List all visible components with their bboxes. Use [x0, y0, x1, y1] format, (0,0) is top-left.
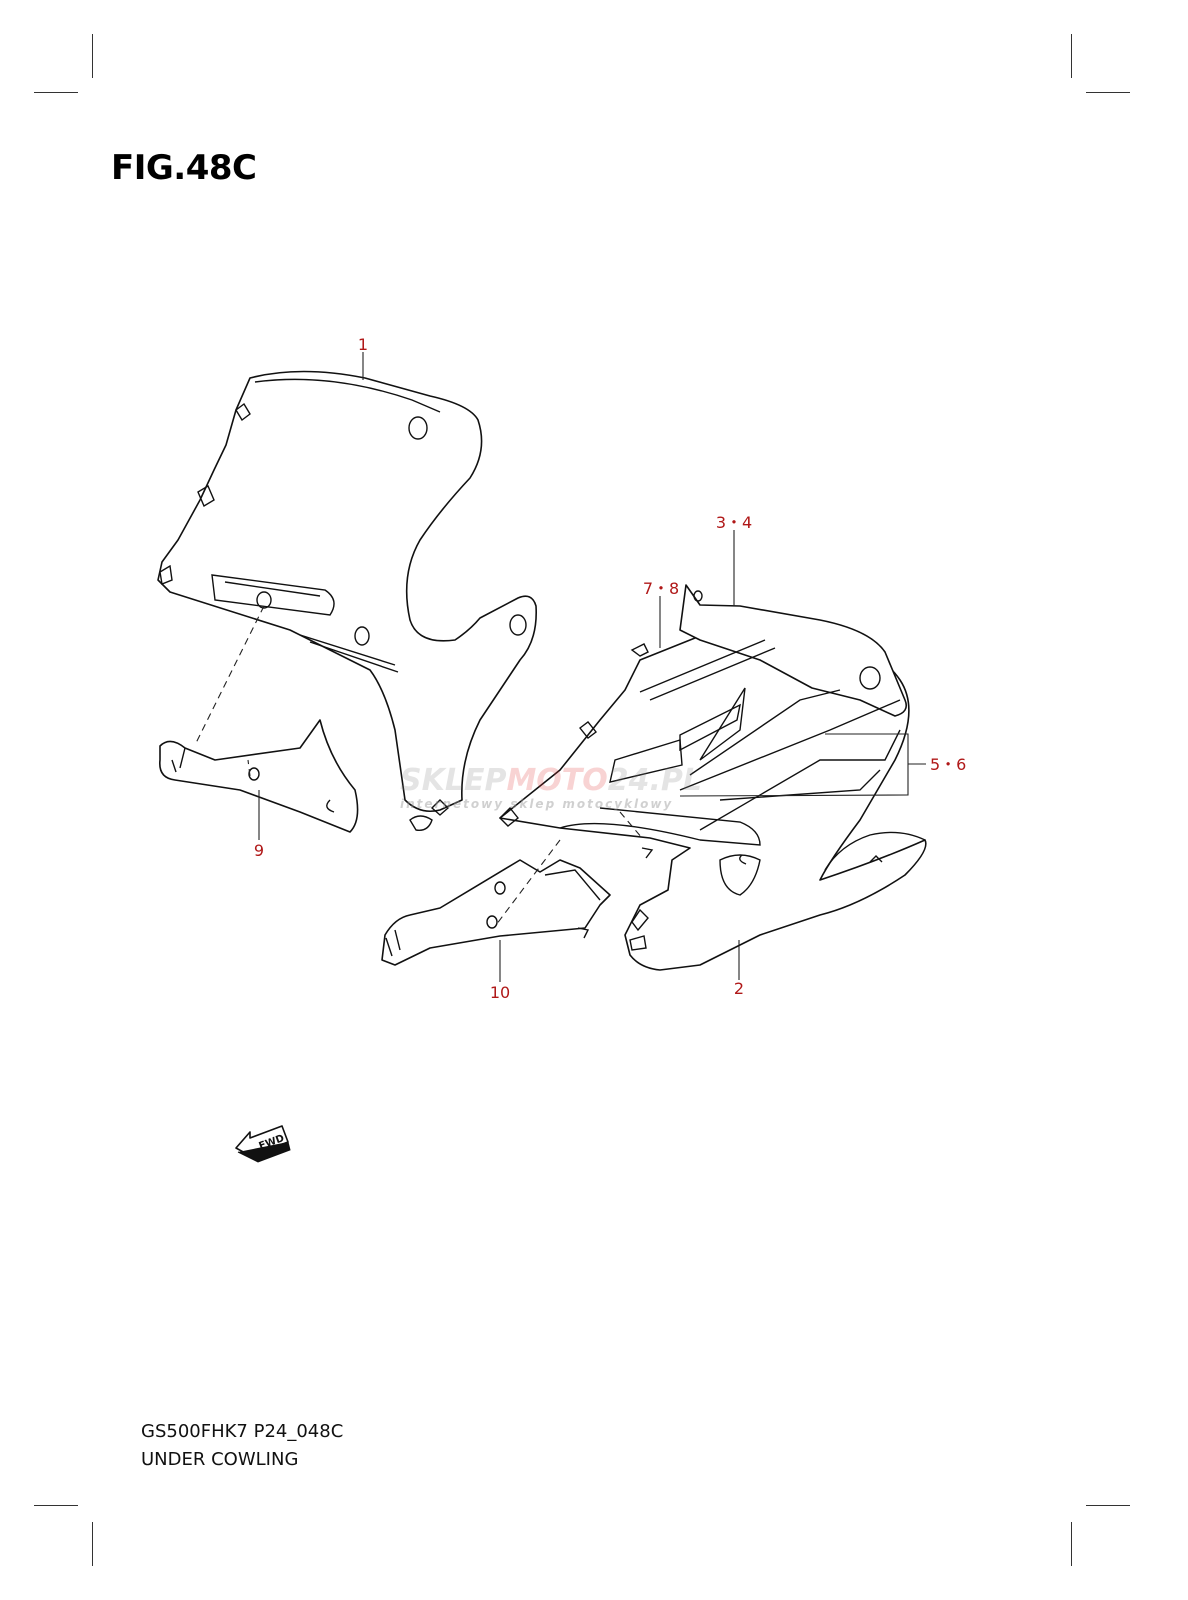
assembly-line — [194, 605, 265, 746]
callout-9: 9 — [254, 841, 264, 860]
leader-line-5-6 — [679, 733, 926, 797]
crop-mark — [92, 34, 93, 78]
section-name: UNDER COWLING — [141, 1449, 299, 1470]
part-10-bracket[interactable] — [381, 859, 611, 966]
assembly-line — [495, 839, 561, 926]
watermark-tagline: internetowy sklep motocyklowy — [400, 797, 673, 811]
part-1-inner-panel[interactable] — [157, 370, 537, 831]
crop-mark — [92, 1522, 93, 1566]
watermark: SKLEPMOTO24.PL internetowy sklep motocyk… — [400, 763, 702, 811]
watermark-brand-suffix: 24.PL — [608, 763, 702, 798]
part-9-bracket[interactable] — [158, 719, 359, 833]
figure-title: FIG.48C — [111, 148, 257, 188]
crop-mark — [1086, 92, 1130, 93]
crop-mark — [34, 92, 78, 93]
assembly-line — [247, 759, 251, 777]
crop-mark — [1071, 34, 1072, 78]
callout-5-6: 5・6 — [930, 755, 966, 774]
callout-2: 2 — [734, 979, 744, 998]
callout-3-4: 3・4 — [716, 513, 752, 532]
crop-mark — [34, 1505, 78, 1506]
model-code: GS500FHK7 P24_048C — [141, 1421, 344, 1442]
assembly-line — [619, 811, 643, 839]
callout-7-8: 7・8 — [643, 579, 679, 598]
crop-mark — [1071, 1522, 1072, 1566]
svg-text:SKLEPMOTO24.PL: SKLEPMOTO24.PL — [400, 763, 702, 798]
callout-10: 10 — [490, 983, 510, 1002]
part-2-under-cowling[interactable] — [499, 584, 927, 971]
watermark-brand-red: MOTO — [506, 763, 607, 798]
watermark-brand-grey: SKLEP — [400, 763, 506, 798]
forward-arrow-icon: FWD — [235, 1125, 291, 1163]
crop-mark — [1086, 1505, 1130, 1506]
callout-1: 1 — [358, 335, 368, 354]
